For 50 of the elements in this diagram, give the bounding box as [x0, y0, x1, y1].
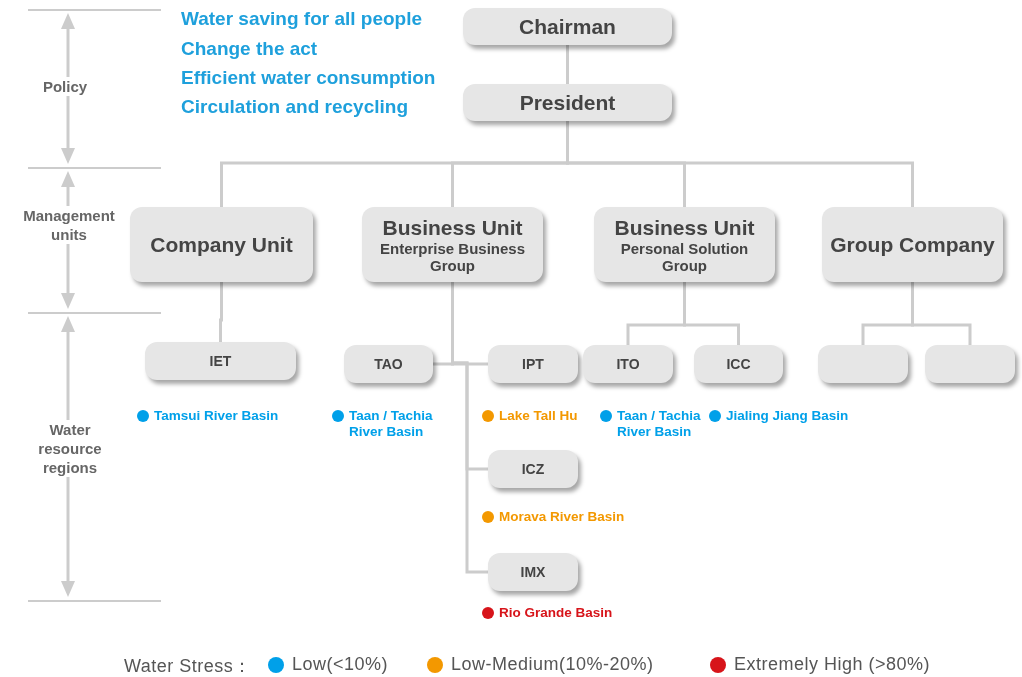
unit-title: ITO: [616, 355, 640, 374]
legend-label: Low-Medium(10%-20%): [451, 654, 654, 675]
unit-title: TAO: [374, 355, 403, 374]
policy-text: Water saving for all people: [181, 8, 423, 30]
org-box: [130, 207, 313, 282]
unit-title: President: [519, 90, 616, 115]
policy-text: Change the act: [181, 38, 318, 60]
basin-label: Taan / Tachia River Basin: [617, 408, 702, 440]
empty-box: [925, 345, 1015, 383]
unit-title: IPT: [522, 355, 544, 374]
unit-title: IMX: [520, 563, 546, 582]
unit-title: Company Unit: [150, 232, 293, 257]
org-box: [145, 342, 296, 380]
basin-label: Jialing Jiang Basin: [726, 408, 849, 424]
org-box: [583, 345, 673, 383]
unit-title: Chairman: [519, 14, 616, 39]
legend-title: Water Stress：: [124, 655, 252, 677]
org-box: [463, 84, 672, 121]
unit-subtitle: Personal Solution Group: [619, 239, 750, 274]
org-box: [594, 207, 775, 282]
basin-label: Tamsui River Basin: [154, 408, 279, 424]
connector-line: [683, 282, 740, 345]
unit-title: Business Unit: [614, 215, 755, 240]
unit-title: Group Company: [830, 232, 995, 257]
connector-line: [911, 282, 972, 345]
connector-line: [566, 45, 569, 84]
empty-box: [818, 345, 908, 383]
connector-line: [566, 121, 914, 207]
unit-title: ICC: [726, 355, 751, 374]
org-box: [488, 553, 578, 591]
unit-subtitle: Enterprise Business Group: [378, 239, 527, 274]
org-box: [694, 345, 783, 383]
basin-label: Morava River Basin: [499, 509, 625, 525]
legend-label: Extremely High (>80%): [734, 654, 931, 675]
connector-line: [219, 282, 223, 342]
basin-label: Lake Tall Hu: [499, 408, 578, 424]
unit-title: Business Unit: [382, 215, 523, 240]
unit-title: IET: [209, 352, 232, 371]
org-box: [488, 450, 578, 488]
policy-text: Circulation and recycling: [181, 96, 408, 118]
org-box: [463, 8, 672, 45]
unit-title: ICZ: [521, 460, 545, 479]
legend-label: Low(<10%): [292, 654, 389, 675]
basin-label: Taan / Tachia River Basin: [349, 408, 434, 440]
org-box: [362, 207, 543, 282]
org-box: [344, 345, 433, 383]
basin-label: Rio Grande Basin: [499, 605, 613, 621]
policy-text: Efficient water consumption: [181, 67, 436, 89]
org-box: [822, 207, 1003, 282]
org-box: [488, 345, 578, 383]
